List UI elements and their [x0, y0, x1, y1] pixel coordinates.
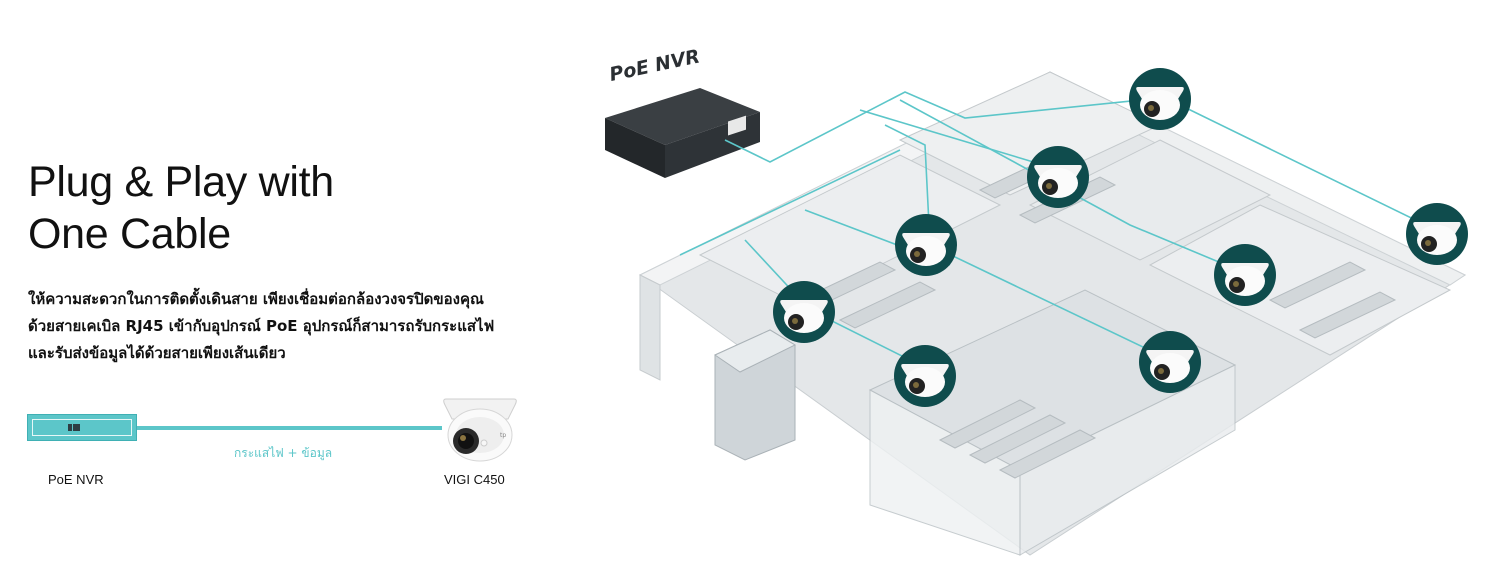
cable-line: [137, 426, 442, 430]
description-line-3: และรับส่งข้อมูลได้ด้วยสายเพียงเส้นเดียว: [28, 344, 286, 362]
nvr-label: PoE NVR: [48, 472, 104, 487]
office-illustration: [605, 68, 1468, 556]
description: ให้ความสะดวกในการติดตั้งเดินสาย เพียงเชื…: [28, 286, 588, 367]
dome-camera-icon: tp: [443, 398, 517, 462]
poe-nvr-icon: [27, 414, 137, 441]
headline-line-1: Plug & Play with: [28, 158, 334, 206]
description-line-1: ให้ความสะดวกในการติดตั้งเดินสาย เพียงเชื…: [28, 290, 484, 308]
svg-text:tp: tp: [500, 432, 506, 439]
description-line-2: ด้วยสายเคเบิล RJ45 เข้ากับอุปกรณ์ PoE อุ…: [28, 317, 495, 335]
headline-line-2: One Cable: [28, 210, 231, 258]
cable-label: กระแสไฟ + ข้อมูล: [234, 446, 333, 460]
camera-label: VIGI C450: [444, 472, 505, 487]
headline: Plug & Play with One Cable: [28, 156, 588, 260]
